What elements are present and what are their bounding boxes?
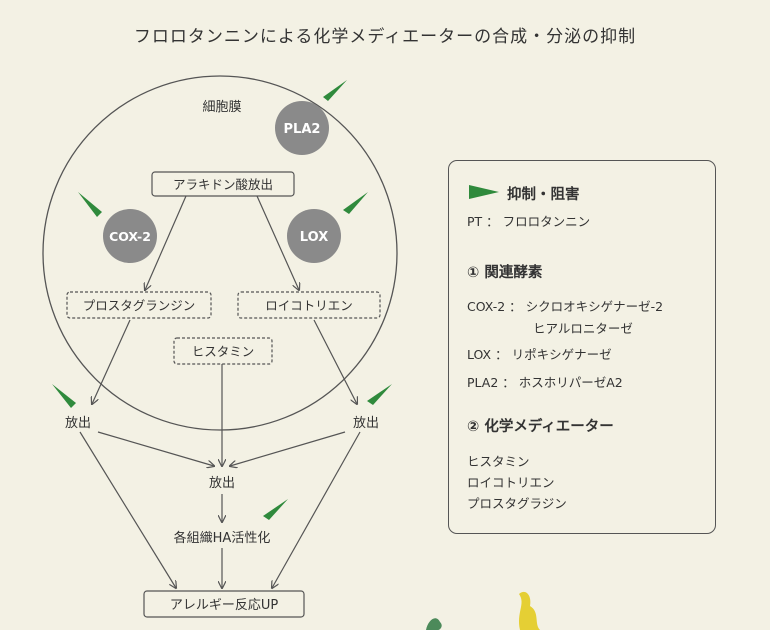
histamine-box bbox=[173, 337, 273, 365]
inhibit-marker-lox bbox=[343, 192, 368, 214]
allergy-box bbox=[143, 590, 305, 618]
leukotriene-label: ロイコトリエン bbox=[265, 298, 353, 313]
arrow-leukotriene-to-release-right bbox=[313, 319, 357, 404]
release-left-label: 放出 bbox=[65, 416, 91, 431]
arrow-arachidonic-to-leukotriene bbox=[256, 195, 299, 290]
activation-label: 各組織HA活性化 bbox=[174, 530, 271, 546]
arrow-arachidonic-to-prostaglandin bbox=[145, 195, 187, 290]
cox2-legend-line-2: ヒアルロニターゼ bbox=[533, 321, 633, 336]
cox2-label: COX-2 bbox=[109, 229, 151, 244]
mediator-item-leukotriene: ロイコトリエン bbox=[467, 475, 555, 490]
membrane-label: 細胞膜 bbox=[202, 100, 241, 115]
arachidonic-label: アラキドン酸放出 bbox=[173, 177, 273, 192]
arachidonic-box bbox=[151, 171, 295, 197]
mediator-item-histamine: ヒスタミン bbox=[467, 454, 530, 469]
arrow-release-left-to-center bbox=[97, 431, 214, 466]
cox2-legend-line: COX-2 ： シクロオキシゲナーゼ-2 bbox=[467, 299, 664, 314]
arrow-release-right-to-allergy bbox=[272, 431, 361, 588]
flow-arrows bbox=[79, 195, 361, 588]
prostaglandin-label: プロスタグランジン bbox=[83, 298, 196, 313]
pt-legend-line: PT ： フロロタンニン bbox=[467, 214, 591, 229]
cox2-circle bbox=[103, 209, 157, 263]
seaweed-yellow-decoration bbox=[519, 591, 540, 630]
enzymes-heading: ① 関連酵素 bbox=[467, 265, 543, 281]
page-title: フロロタンニンによる化学メディエーターの合成・分泌の抑制 bbox=[133, 27, 637, 47]
prostaglandin-box bbox=[66, 291, 212, 319]
pla2-legend-line: PLA2 ： ホスホリパーゼA2 bbox=[467, 375, 623, 390]
arrow-release-right-to-center bbox=[230, 431, 346, 466]
histamine-label: ヒスタミン bbox=[192, 344, 255, 359]
inhibit-marker-activation bbox=[263, 499, 288, 520]
lox-label: LOX bbox=[300, 230, 328, 245]
inhibition-markers bbox=[52, 80, 392, 520]
inhibit-legend-label: 抑制・阻害 bbox=[507, 187, 580, 203]
inhibit-legend-icon bbox=[469, 185, 499, 199]
membrane-label-bg bbox=[194, 96, 250, 116]
pla2-label: PLA2 bbox=[284, 122, 321, 137]
mediators-heading: ② 化学メディエーター bbox=[467, 419, 614, 435]
allergy-label: アレルギー反応UP bbox=[170, 598, 279, 613]
seaweed-green-decoration bbox=[426, 618, 442, 630]
inhibit-marker-cox2 bbox=[78, 192, 102, 217]
inhibit-marker-pla2 bbox=[323, 80, 347, 101]
cell-membrane-circle bbox=[42, 75, 398, 431]
inhibit-marker-release-left bbox=[52, 384, 76, 408]
arrow-prostaglandin-to-release-left bbox=[92, 319, 131, 404]
lox-legend-line: LOX ： リポキシゲナーゼ bbox=[467, 347, 612, 362]
mediator-item-prostaglandin: プロスタグラジン bbox=[467, 496, 567, 511]
release-center-label: 放出 bbox=[209, 476, 235, 491]
legend-panel: 抑制・阻害 PT ： フロロタンニン ① 関連酵素 COX-2 ： シクロオキシ… bbox=[448, 160, 716, 534]
release-right-label: 放出 bbox=[353, 416, 379, 431]
lox-circle bbox=[287, 209, 341, 263]
leukotriene-box bbox=[237, 291, 381, 319]
arrow-release-left-to-allergy bbox=[79, 431, 176, 588]
pla2-circle bbox=[275, 101, 329, 155]
inhibit-marker-release-right bbox=[367, 384, 392, 405]
